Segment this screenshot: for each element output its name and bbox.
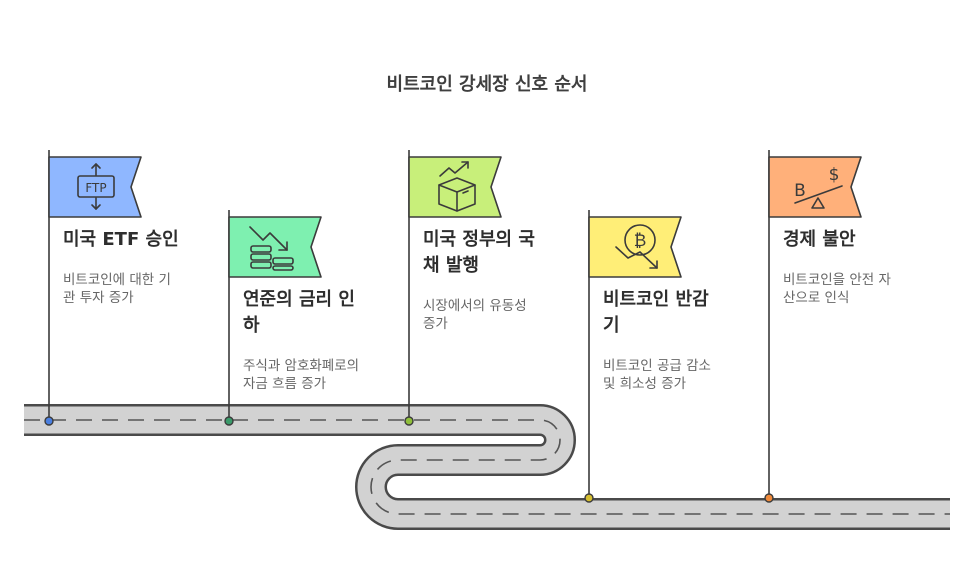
milestone-flag (408, 156, 502, 218)
step-description: 시장에서의 유동성 증가 (423, 297, 573, 333)
step-heading-line: 비트코인 반감 (603, 289, 709, 310)
milestone-dot (404, 416, 414, 426)
step-heading-line: 미국 ETF 승인 (63, 229, 179, 250)
step-description: 비트코인 공급 감소 및 희소성 증가 (603, 357, 753, 393)
step-heading: 미국 정부의 국 채 발행 (423, 227, 573, 279)
step-description-line: 관 투자 증가 (63, 290, 134, 306)
step-description-line: 주식과 암호화폐로의 (243, 358, 360, 374)
step-heading-line: 경제 불안 (783, 229, 856, 250)
milestone-flag (48, 156, 142, 218)
step-2: 연준의 금리 인 하 주식과 암호화폐로의 자금 흐름 증가 (243, 287, 403, 393)
step-heading-line: 연준의 금리 인 (243, 289, 355, 310)
step-4: 비트코인 반감 기 비트코인 공급 감소 및 희소성 증가 (603, 287, 753, 393)
svg-text:FTP: FTP (85, 181, 106, 195)
step-description: 주식과 암호화폐로의 자금 흐름 증가 (243, 357, 403, 393)
step-heading-line: 채 발행 (423, 255, 479, 276)
step-heading: 비트코인 반감 기 (603, 287, 753, 339)
box-growth-icon (438, 161, 476, 212)
svg-text:₿: ₿ (634, 231, 647, 251)
diagram-title: 비트코인 강세장 신호 순서 (386, 74, 588, 95)
step-heading-line: 하 (243, 315, 260, 336)
step-1: 미국 ETF 승인 비트코인에 대한 기 관 투자 증가 (63, 227, 213, 307)
step-description-line: 산으로 인식 (783, 290, 850, 306)
step-3: 미국 정부의 국 채 발행 시장에서의 유동성 증가 (423, 227, 573, 333)
falling-money-icon (249, 226, 294, 271)
step-5: 경제 불안 비트코인을 안전 자 산으로 인식 (783, 227, 933, 307)
milestone-flag (768, 156, 862, 218)
step-heading: 미국 ETF 승인 (63, 227, 213, 253)
step-heading: 경제 불안 (783, 227, 933, 253)
milestone-flag (588, 216, 682, 278)
svg-text:$: $ (829, 165, 840, 185)
step-heading: 연준의 금리 인 하 (243, 287, 403, 339)
step-description: 비트코인을 안전 자 산으로 인식 (783, 271, 933, 307)
step-description-line: 비트코인에 대한 기 (63, 272, 171, 288)
milestone-dot (224, 416, 234, 426)
step-heading-line: 미국 정부의 국 (423, 229, 535, 250)
ftp-icon: FTP (77, 163, 115, 210)
milestone-dot (584, 493, 594, 503)
step-description: 비트코인에 대한 기 관 투자 증가 (63, 271, 213, 307)
milestone-flag (228, 216, 322, 278)
step-heading-line: 기 (603, 315, 620, 336)
seesaw-bitcoin-dollar-icon: B $ (794, 165, 843, 209)
step-description-line: 비트코인 공급 감소 (603, 358, 711, 374)
step-description-line: 및 희소성 증가 (603, 376, 687, 392)
svg-text:B: B (794, 181, 806, 201)
step-description-line: 자금 흐름 증가 (243, 376, 327, 392)
bitcoin-down-icon: ₿ (615, 224, 658, 269)
step-description-line: 증가 (423, 316, 448, 332)
milestone-dot (764, 493, 774, 503)
milestone-dot (44, 416, 54, 426)
step-description-line: 시장에서의 유동성 (423, 298, 527, 314)
step-description-line: 비트코인을 안전 자 (783, 272, 891, 288)
